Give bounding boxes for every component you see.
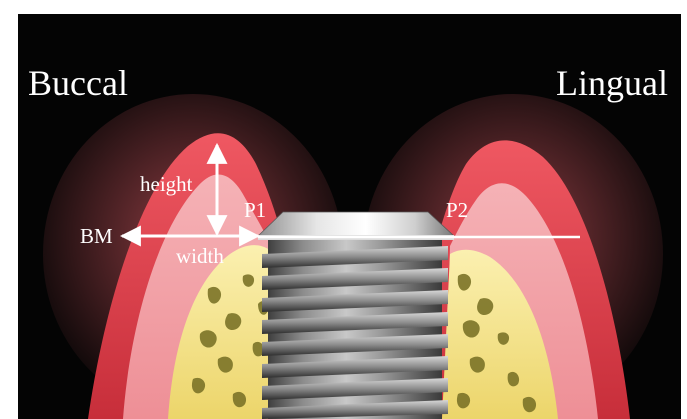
height-label: height [140, 174, 193, 195]
p1-label: P1 [244, 200, 266, 221]
lingual-label: Lingual [556, 65, 668, 101]
bm-label: BM [80, 226, 113, 247]
p2-label: P2 [446, 200, 468, 221]
buccal-label: Buccal [28, 65, 128, 101]
implant-collar [258, 212, 454, 236]
width-label: width [176, 246, 224, 267]
